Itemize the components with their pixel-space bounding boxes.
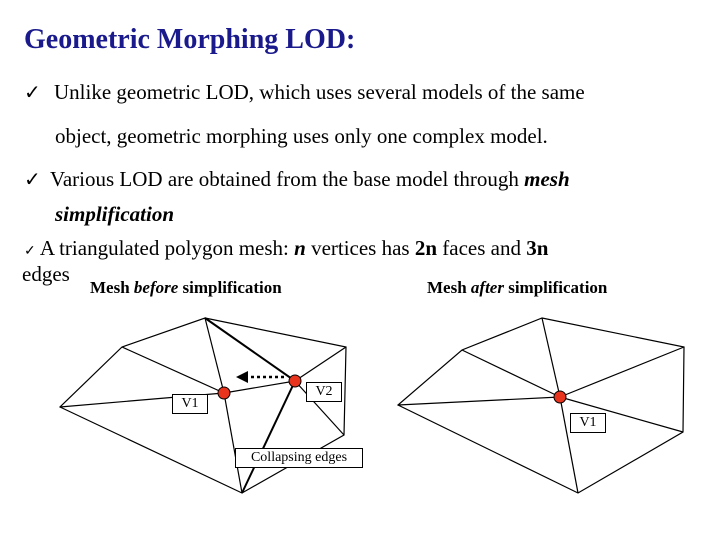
vertex-v1-after [553,390,567,404]
slide-title: Geometric Morphing LOD: [24,24,356,55]
mesh-after [396,317,685,494]
bullet-3-line-2: edges [22,262,70,286]
bullet-1-line-2: object, geometric morphing uses only one… [55,124,548,148]
checkmark-icon: ✓ [24,169,41,191]
bullet-3-text-a: A triangulated polygon mesh: [39,236,289,260]
checkmark-icon: ✓ [24,244,36,259]
mesh-after-label: Mesh after simplification [427,278,608,297]
bullet-2-text: Various LOD are obtained from the base m… [50,167,519,191]
mesh-before-label: Mesh before simplification [90,278,282,297]
bullet-2-line-1: ✓ Various LOD are obtained from the base… [24,167,570,192]
collapse-arrow [236,371,284,383]
bullet-3-n: n [294,236,306,260]
mesh-before [58,317,347,494]
v2-label: V2 [306,382,342,402]
collapsing-edges-label: Collapsing edges [235,448,363,468]
bullet-2-line-2: simplification [55,202,174,227]
checkmark-icon: ✓ [24,82,41,104]
bullet-3-2n: 2n [414,236,438,260]
v1-after-label: V1 [570,413,606,433]
bullet-3-text-c: faces and [442,236,521,260]
bullet-3-3n: 3n [526,236,549,260]
bullet-1-line-1: ✓ Unlike geometric LOD, which uses sever… [24,80,585,105]
v1-label: V1 [172,394,208,414]
vertex-v1 [217,386,231,400]
vertex-v2 [288,374,302,388]
bullet-2-emphasis-cont: simplification [55,202,175,226]
bullet-1-text: Unlike geometric LOD, which uses several… [54,80,585,104]
bullet-3-line-1: ✓ A triangulated polygon mesh: n vertice… [24,236,548,261]
bullet-2-emphasis: mesh [524,167,570,191]
bullet-3-text-b: vertices has [311,236,410,260]
mesh-after-outline [396,317,685,494]
